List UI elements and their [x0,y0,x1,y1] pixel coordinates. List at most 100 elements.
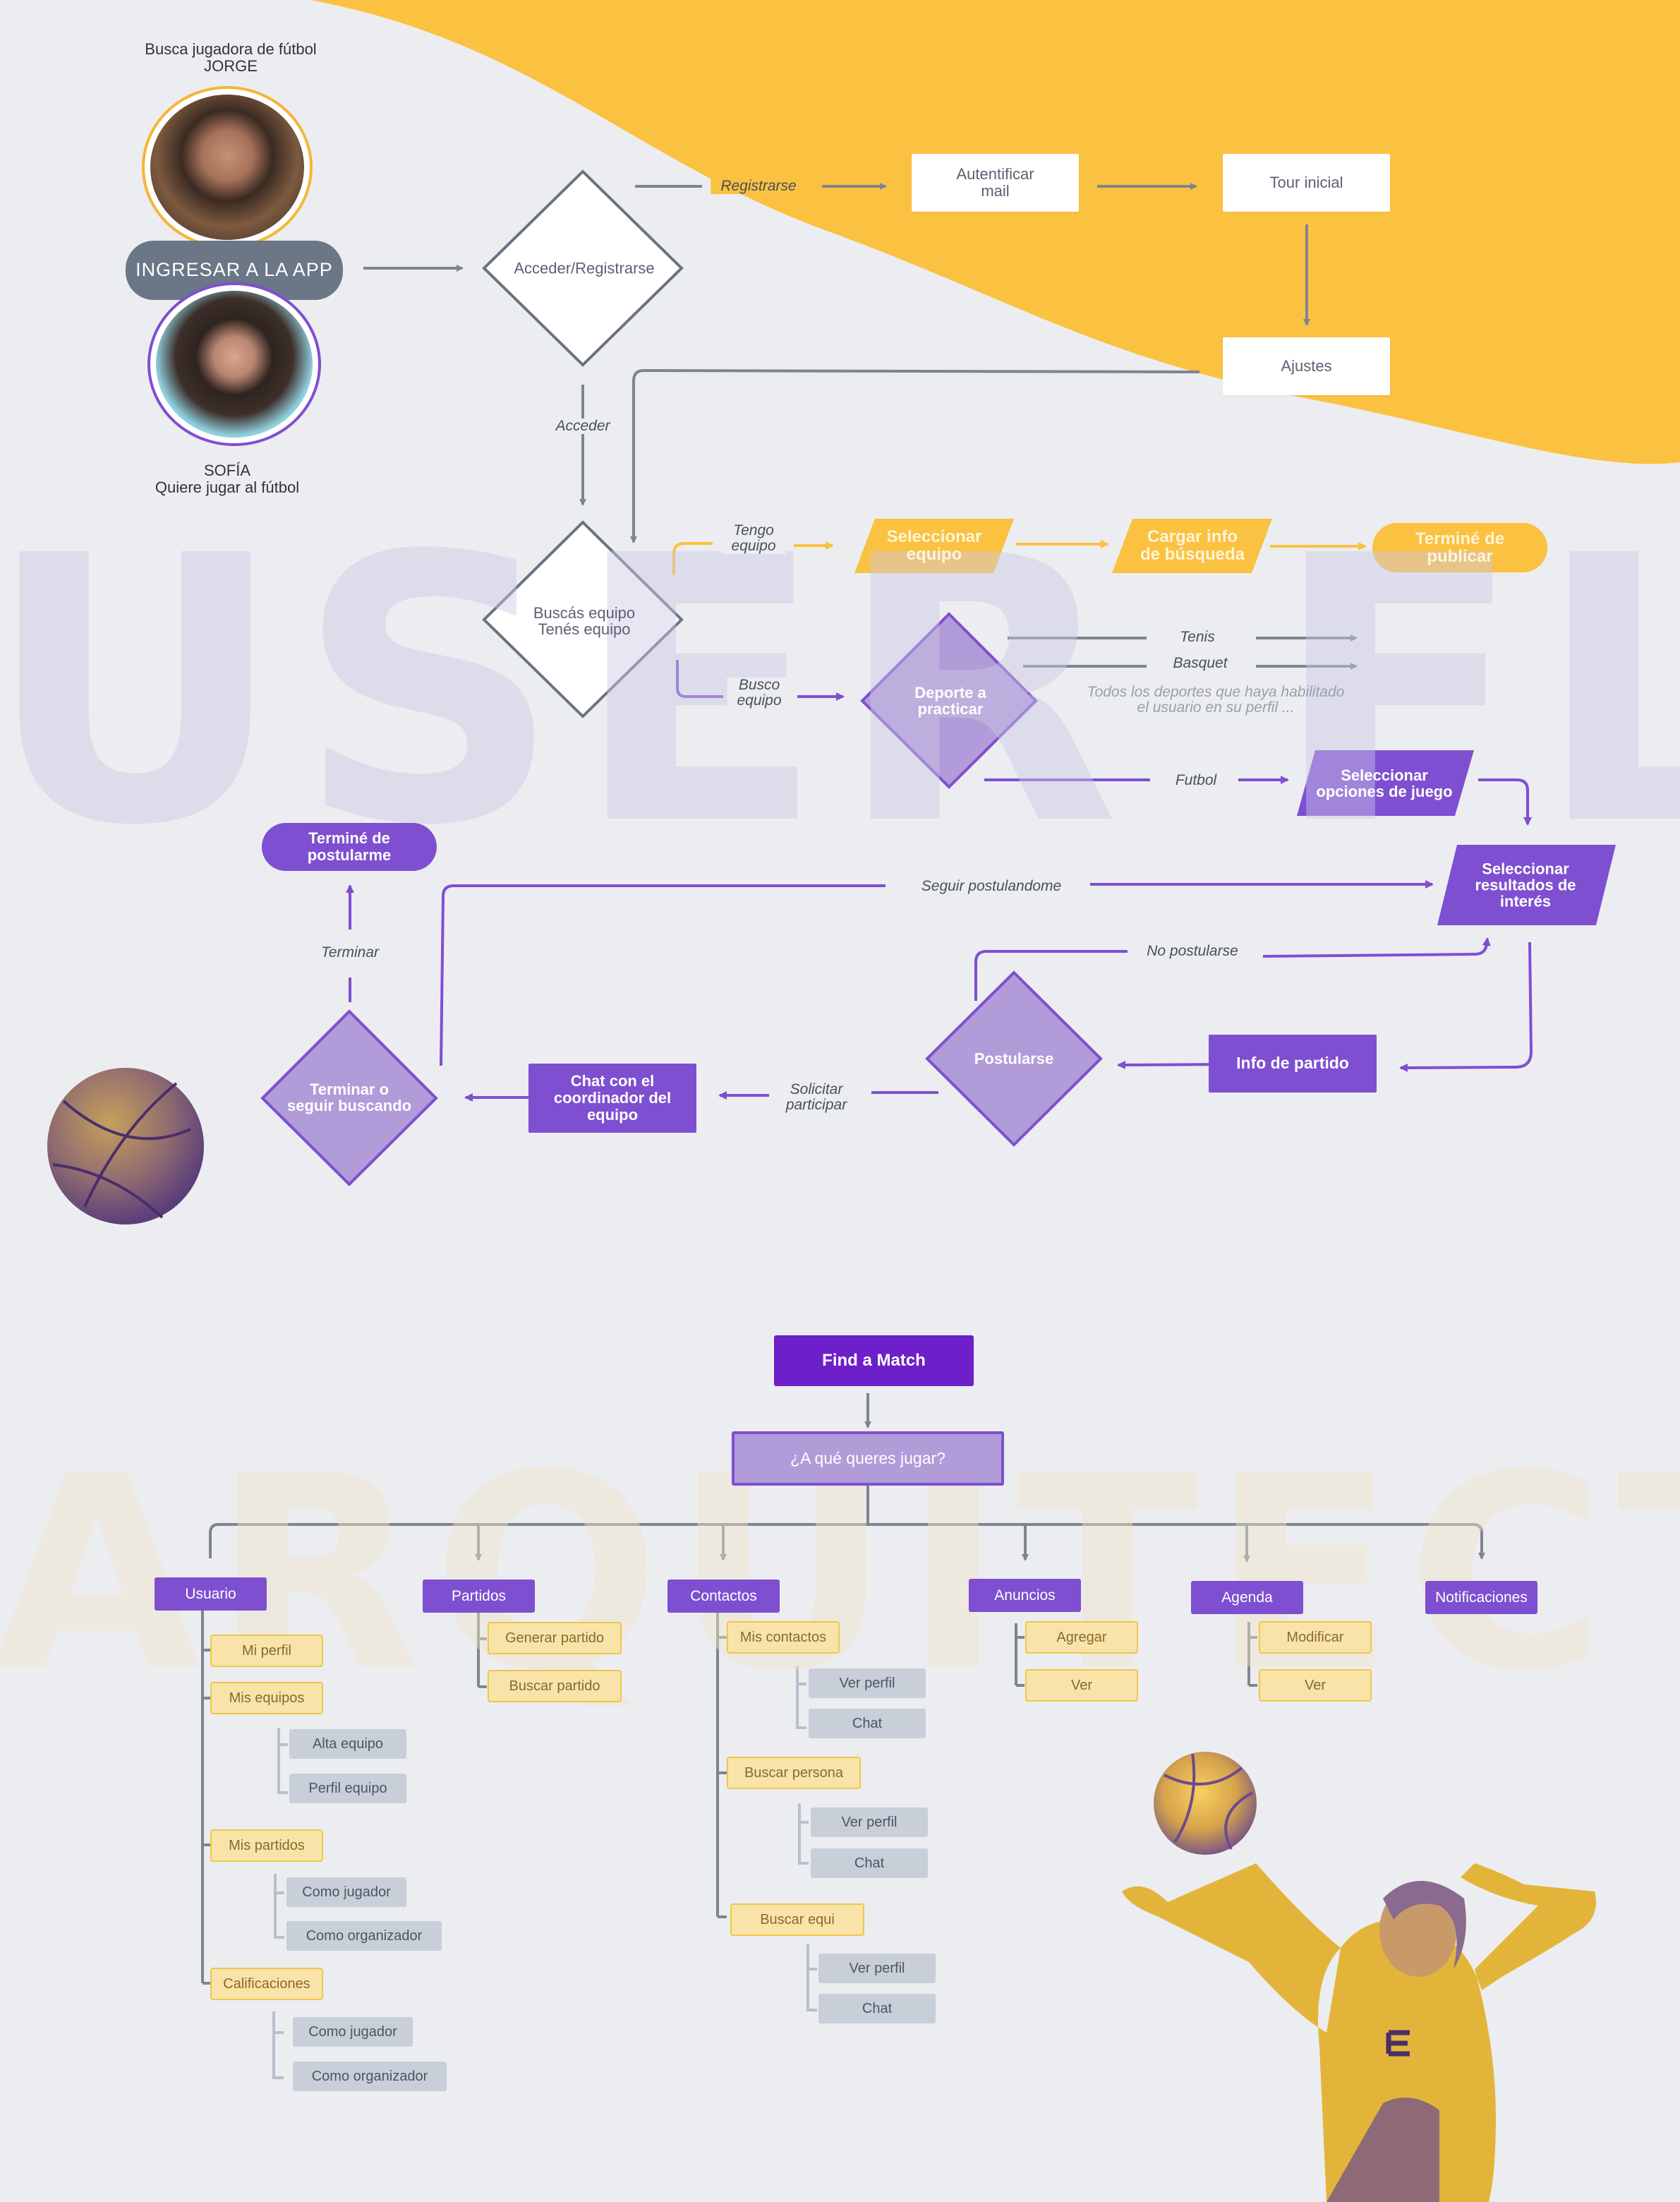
buscas-equipo-diamond[interactable] [482,520,684,718]
ia-ver-perfil-2[interactable]: Ver perfil [811,1807,928,1837]
ia-anuncios-ver[interactable]: Ver [1025,1669,1138,1702]
ia-anuncios[interactable]: Anuncios [969,1579,1081,1612]
seleccionar-opciones-label: Seleccionar opciones de juego [1316,767,1452,800]
yellow-wave-shape [310,0,1680,464]
ia-mis-contactos[interactable]: Mis contactos [727,1621,840,1654]
busco-line1: Busco [738,676,780,693]
deporte-practicar-label: Deporte a practicar [914,685,986,717]
tengo-equipo-edge-label: Tengo equipo [721,522,786,555]
sofia-description: Quiere jugar al fútbol [155,479,300,497]
ia-mis-equipos[interactable]: Mis equipos [210,1682,323,1714]
seguir-postulandome-edge-label: Seguir postulandome [911,878,1072,895]
resultados-line2: resultados de [1475,876,1576,894]
buscas-equipo-label: Buscás equipo Tenés equipo [533,605,635,637]
ia-chat-1[interactable]: Chat [809,1709,926,1738]
jorge-photo [150,95,304,240]
cargar-info-shape[interactable] [1112,519,1272,573]
ia-ver-perfil-3[interactable]: Ver perfil [818,1954,936,1983]
seleccionar-equipo-shape[interactable] [854,519,1014,573]
tenis-edge-label: Tenis [1170,629,1225,646]
cargar-line2: de búsqueda [1140,545,1245,564]
acceder-registrarse-diamond[interactable] [482,169,684,367]
ia-generar-partido[interactable]: Generar partido [488,1622,622,1654]
autentificar-line2: mail [981,182,1010,200]
no-postularse-edge-label: No postularse [1137,943,1248,960]
sofia-avatar [147,282,321,446]
seleccionar-resultados-shape[interactable] [1437,845,1616,925]
solicitar-line2: participar [785,1097,847,1113]
acceder-registrarse-label: Acceder/Registrarse [514,259,655,277]
ia-mis-partidos[interactable]: Mis partidos [210,1829,323,1862]
find-a-match-box[interactable]: Find a Match [774,1335,974,1386]
ia-agregar[interactable]: Agregar [1025,1621,1138,1654]
ia-como-organizador-2[interactable]: Como organizador [293,2062,447,2091]
resultados-line3: interés [1499,892,1552,910]
ia-usuario[interactable]: Usuario [155,1577,267,1611]
ia-calificaciones[interactable]: Calificaciones [210,1968,323,2000]
purple-connectors [346,660,1533,1102]
que-queres-jugar-box[interactable]: ¿A qué queres jugar? [732,1431,1004,1486]
ia-mi-perfil[interactable]: Mi perfil [210,1635,323,1667]
seleccionar-opciones-shape[interactable] [1297,750,1474,816]
autentificar-mail-box[interactable]: Autentificar mail [912,154,1079,212]
jorge-label: Busca jugadora de fútbol JORGE [145,40,317,76]
jorge-description: Busca jugadora de fútbol [145,40,317,58]
terminar-seguir-label: Terminar o seguir buscando [287,1081,411,1114]
termine-publicar-line2: publicar [1427,547,1493,566]
busco-equipo-edge-label: Busco equipo [727,676,792,709]
ia-notificaciones[interactable]: Notificaciones [1425,1581,1537,1614]
deporte-practicar-diamond[interactable] [860,612,1038,789]
todos-line1: Todos los deportes que haya habilitado [1087,683,1345,700]
ajustes-box[interactable]: Ajustes [1223,337,1390,395]
seleccionar-equipo-line2: equipo [906,545,962,564]
ia-connectors [201,1393,1485,1985]
jorge-name: JORGE [204,57,258,76]
buscas-line2: Tenés equipo [538,620,631,638]
chat-coordinador-box[interactable]: Chat con el coordinador del equipo [528,1064,696,1133]
ia-modificar[interactable]: Modificar [1259,1621,1372,1654]
termine-publicar-shape[interactable] [1372,523,1547,572]
seleccionar-resultados-label: Seleccionar resultados de interés [1475,860,1576,909]
deporte-line1: Deporte a [914,683,986,702]
ia-buscar-persona[interactable]: Buscar persona [727,1757,861,1789]
seleccionar-opciones-line1: Seleccionar [1341,766,1428,784]
seleccionar-equipo-line1: Seleccionar [886,527,982,546]
registrarse-edge-label: Registrarse [711,178,806,195]
termine-publicar-label: Terminé de publicar [1415,530,1504,566]
ia-alta-equipo[interactable]: Alta equipo [289,1729,406,1759]
ia-buscar-equi[interactable]: Buscar equi [730,1903,864,1936]
ia-agenda[interactable]: Agenda [1191,1581,1303,1614]
postularse-label: Postularse [974,1049,1054,1068]
seleccionar-opciones-line2: opciones de juego [1316,783,1453,800]
ia-chat-2[interactable]: Chat [811,1848,928,1878]
termine-postularme-line1: Terminé de [308,829,390,847]
seleccionar-equipo-label: Seleccionar equipo [886,527,982,564]
ia-chat-3[interactable]: Chat [818,1994,936,2023]
ia-ver-perfil-1[interactable]: Ver perfil [809,1668,926,1698]
ia-como-organizador-1[interactable]: Como organizador [286,1921,442,1951]
ia-partidos[interactable]: Partidos [423,1580,535,1613]
termine-postularme-line2: postularme [307,846,392,864]
terminar-seguir-line1: Terminar o [309,1080,389,1098]
ia-perfil-equipo[interactable]: Perfil equipo [289,1774,406,1803]
sofia-name: SOFÍA [203,462,251,479]
tengo-line2: equipo [731,538,776,554]
terminar-seguir-diamond[interactable] [260,1009,438,1186]
basquet-edge-label: Basquet [1163,655,1238,672]
termine-postularme-box[interactable]: Terminé de postularme [262,823,437,871]
cargar-info-label: Cargar info de búsqueda [1140,528,1245,564]
postularse-diamond[interactable] [925,970,1103,1147]
ia-buscar-partido[interactable]: Buscar partido [488,1670,622,1702]
ia-como-jugador-2[interactable]: Como jugador [293,2017,413,2047]
ia-agenda-ver[interactable]: Ver [1259,1669,1372,1702]
ia-como-jugador-1[interactable]: Como jugador [286,1877,406,1907]
ia-contactos[interactable]: Contactos [667,1580,780,1613]
sofia-label: SOFÍA Quiere jugar al fútbol [155,462,299,496]
todos-deportes-note: Todos los deportes que haya habilitado e… [1077,683,1355,716]
chat-line2: coordinador del [553,1088,672,1107]
todos-line2: el usuario en su perfil ... [1137,699,1295,716]
tour-inicial-box[interactable]: Tour inicial [1223,154,1390,212]
info-partido-box[interactable]: Info de partido [1209,1035,1377,1093]
jorge-avatar [142,86,313,248]
